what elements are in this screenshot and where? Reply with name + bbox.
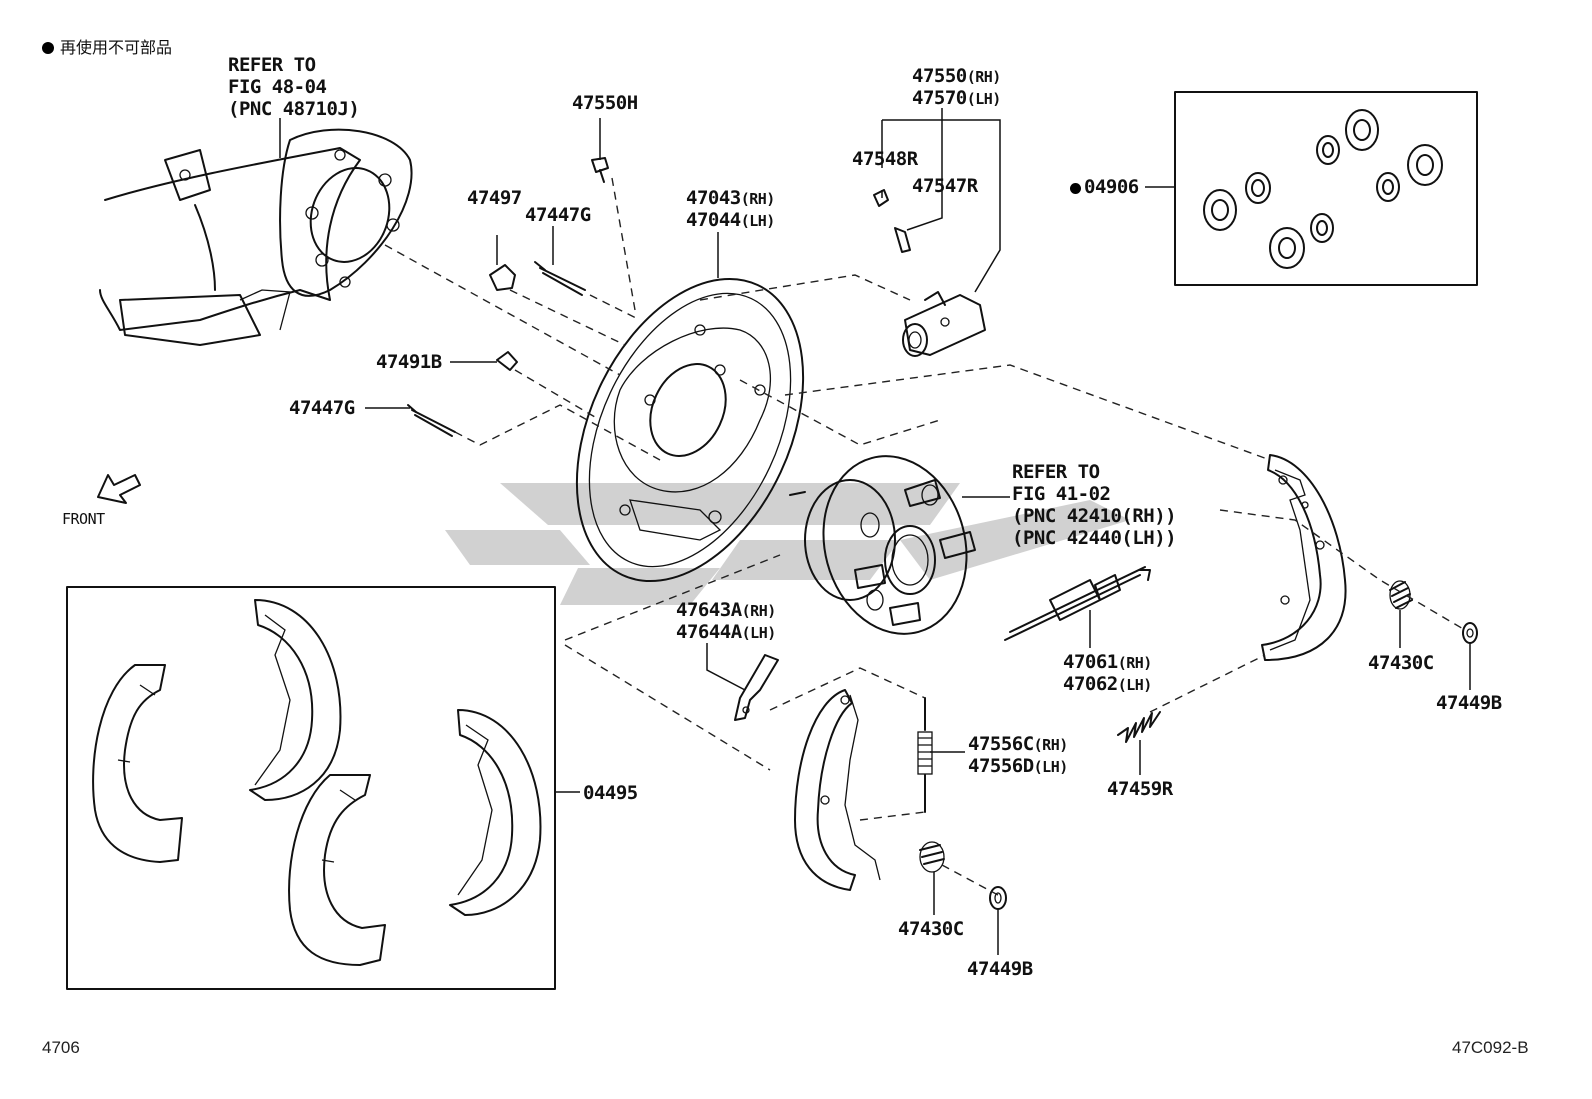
part-cap-47548R	[873, 189, 889, 207]
part-bleeder-47547R	[894, 227, 911, 253]
front-label: FRONT	[62, 510, 105, 528]
part-brake-shoe-lower	[794, 689, 881, 891]
refer-hub-line1: REFER TO	[1012, 461, 1100, 483]
label-47550-rh[interactable]: 47550(RH)	[912, 65, 1001, 88]
label-47459R[interactable]: 47459R	[1107, 778, 1173, 800]
part-number-47044: 47044	[686, 209, 741, 231]
dashed-assembly-lines	[384, 177, 1466, 896]
label-47449B-bottom[interactable]: 47449B	[967, 958, 1033, 980]
label-47062-lh[interactable]: 47062(LH)	[1063, 673, 1152, 696]
label-47556C-rh[interactable]: 47556C(RH)	[968, 733, 1068, 756]
part-spring-47430C-right	[1389, 580, 1413, 610]
suffix-rh: (RH)	[741, 602, 777, 620]
suffix-lh: (LH)	[966, 90, 1002, 108]
part-number-04906: 04906	[1084, 176, 1139, 198]
part-brake-shoe-right	[1261, 454, 1347, 661]
part-plug-47491B	[496, 351, 518, 371]
label-47550H[interactable]: 47550H	[572, 92, 638, 114]
refer-axle-line2: FIG 48-04	[228, 76, 327, 98]
label-04495[interactable]: 04495	[583, 782, 638, 804]
label-47491B[interactable]: 47491B	[376, 351, 442, 373]
refer-hub-line4: (PNC 42440(LH))	[1012, 527, 1177, 549]
reuse-note-text: 再使用不可部品	[60, 38, 173, 57]
part-number-47644A: 47644A	[676, 621, 742, 643]
label-47497[interactable]: 47497	[467, 187, 522, 209]
reuse-note: 再使用不可部品	[42, 34, 172, 58]
part-washer-47449B-right	[1462, 622, 1478, 644]
label-47430C-bottom[interactable]: 47430C	[898, 918, 964, 940]
part-wheel-cylinder	[902, 291, 986, 357]
axle-beam	[99, 128, 413, 346]
label-47547R[interactable]: 47547R	[912, 175, 978, 197]
part-number-47062: 47062	[1063, 673, 1118, 695]
label-47044-lh[interactable]: 47044(LH)	[686, 209, 775, 232]
label-47430C-right[interactable]: 47430C	[1368, 652, 1434, 674]
seal-kit-box	[1174, 91, 1478, 286]
front-arrow-icon	[97, 474, 141, 504]
part-washer-47449B-bottom	[989, 886, 1007, 910]
part-spring-47556C	[917, 697, 933, 813]
refer-axle-line3: (PNC 48710J)	[228, 98, 360, 120]
figure-code: 47C092-B	[1452, 1038, 1529, 1057]
refer-hub-line3: (PNC 42410(RH))	[1012, 505, 1177, 527]
suffix-rh: (RH)	[966, 68, 1002, 86]
part-hub-bearing	[789, 455, 976, 635]
suffix-rh: (RH)	[1033, 736, 1069, 754]
part-number-47061: 47061	[1063, 651, 1118, 673]
part-number-47043: 47043	[686, 187, 741, 209]
label-47548R[interactable]: 47548R	[852, 148, 918, 170]
non-reusable-dot-icon	[1070, 183, 1081, 194]
suffix-lh: (LH)	[1117, 676, 1153, 694]
label-04906[interactable]: 04906	[1070, 176, 1139, 198]
shoe-kit-box	[66, 586, 556, 990]
label-47644A-lh[interactable]: 47644A(LH)	[676, 621, 776, 644]
leader-lines	[279, 108, 1471, 955]
part-plug-47497	[489, 264, 516, 291]
part-bolt-47550H	[591, 157, 609, 183]
label-47447G-top[interactable]: 47447G	[525, 204, 591, 226]
part-spring-47430C-bottom	[919, 841, 945, 873]
label-47061-rh[interactable]: 47061(RH)	[1063, 651, 1152, 674]
suffix-lh: (LH)	[740, 212, 776, 230]
suffix-rh: (RH)	[740, 190, 776, 208]
part-number-47556C: 47556C	[968, 733, 1034, 755]
part-spring-47459R	[1117, 711, 1161, 743]
part-number-47643A: 47643A	[676, 599, 742, 621]
refer-hub-line2: FIG 41-02	[1012, 483, 1111, 505]
label-47447G-left[interactable]: 47447G	[289, 397, 355, 419]
part-number-47556D: 47556D	[968, 755, 1034, 777]
part-bolt-47447G-top	[534, 261, 586, 296]
part-number-47570: 47570	[912, 87, 967, 109]
suffix-lh: (LH)	[741, 624, 777, 642]
refer-axle-line1: REFER TO	[228, 54, 316, 76]
non-reusable-dot-icon	[42, 42, 54, 54]
suffix-rh: (RH)	[1117, 654, 1153, 672]
label-47043-rh[interactable]: 47043(RH)	[686, 187, 775, 210]
part-bolt-47447G-left	[407, 404, 456, 437]
part-backing-plate	[575, 277, 805, 583]
label-47643A-rh[interactable]: 47643A(RH)	[676, 599, 776, 622]
watermark-logo	[445, 483, 1130, 605]
part-adjuster	[1004, 566, 1151, 641]
label-47570-lh[interactable]: 47570(LH)	[912, 87, 1001, 110]
label-47556D-lh[interactable]: 47556D(LH)	[968, 755, 1068, 778]
label-47449B-right[interactable]: 47449B	[1436, 692, 1502, 714]
part-parking-lever	[734, 654, 779, 721]
suffix-lh: (LH)	[1033, 758, 1069, 776]
part-number-47550: 47550	[912, 65, 967, 87]
page-code: 4706	[42, 1038, 80, 1057]
